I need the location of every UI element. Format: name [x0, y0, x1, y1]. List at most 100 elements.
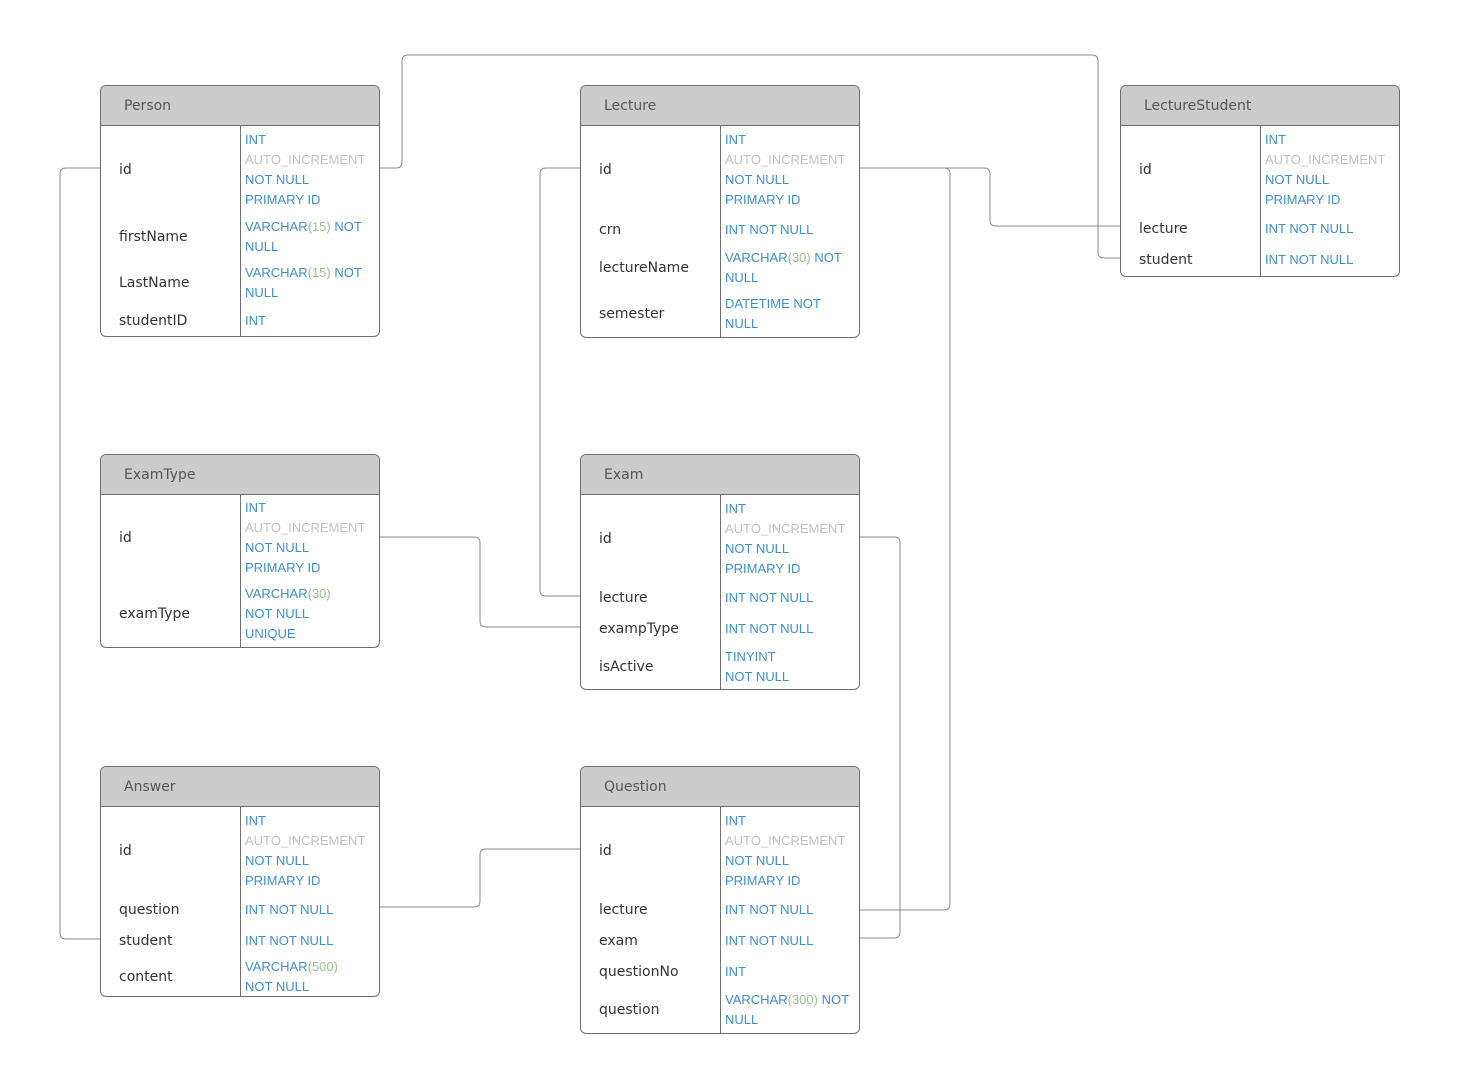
field-type-line: UNIQUE [245, 624, 379, 644]
type-text: INT [725, 501, 746, 516]
field-type-line: VARCHAR(30) [245, 584, 379, 604]
type-text: TINYINT [725, 648, 776, 664]
type-text: NOT NULL [245, 172, 310, 187]
type-text: DATETIME NOT [725, 296, 821, 311]
field-name: question [599, 1002, 660, 1018]
type-text: INT [245, 813, 266, 828]
type-text: VARCHAR [245, 219, 308, 234]
field-name: lecture [1139, 221, 1188, 237]
type-text: NOT NULL [725, 541, 790, 556]
field-row-lecture[interactable]: lecture INT NOT NULL [1121, 214, 1399, 244]
field-type-line: INT NOT NULL [725, 619, 859, 639]
type-text: PRIMARY ID [1265, 192, 1341, 207]
field-row-examptype[interactable]: exampType INT NOT NULL [581, 613, 859, 644]
type-text: PRIMARY ID [725, 561, 801, 576]
field-type-line: INT NOT NULL [1265, 219, 1399, 239]
field-type-line: NOT NULL [245, 851, 379, 871]
type-text: VARCHAR [725, 992, 788, 1007]
field-type-line: NOT NULL [725, 667, 859, 687]
auto-increment-text: AUTO_INCREMENT [245, 152, 366, 167]
field-type-line: NOT NULL [1265, 170, 1399, 190]
field-type-line: PRIMARY ID [1265, 190, 1399, 210]
type-text: NOT NULL [245, 978, 310, 994]
type-text: NULL [725, 270, 759, 285]
auto-increment-text: AUTO_INCREMENT [725, 833, 846, 848]
type-text: INT [245, 500, 266, 515]
field-type-line: PRIMARY ID [725, 871, 859, 891]
field-type-line: AUTO_INCREMENT [245, 150, 379, 170]
type-text: VARCHAR [245, 958, 308, 974]
type-length: (15) [307, 265, 331, 280]
person-table-title: Person [101, 86, 379, 126]
field-type-line: TINYINT [725, 647, 859, 667]
field-type-line: NULL [725, 1010, 859, 1030]
type-text: VARCHAR [245, 265, 308, 280]
connector-question-answer [380, 848, 580, 908]
field-name: lectureName [599, 260, 689, 276]
field-name: exampType [599, 620, 679, 637]
column-divider [240, 495, 241, 647]
field-type-line: INT NOT NULL [725, 220, 859, 240]
auto-increment-text: AUTO_INCREMENT [725, 152, 846, 167]
type-text: NOT [330, 219, 362, 234]
field-type: INT AUTO_INCREMENT NOT NULL PRIMARY ID [721, 499, 859, 579]
field-type-line: NOT NULL [245, 538, 379, 558]
type-text: UNIQUE [245, 626, 296, 641]
field-type-line: AUTO_INCREMENT [725, 519, 859, 539]
field-type-line: NULL [245, 237, 379, 257]
field-type-line: NOT NULL [245, 977, 379, 997]
type-text: NULL [725, 316, 759, 331]
examtype-table-title: ExamType [101, 455, 379, 495]
type-text: INT NOT NULL [725, 902, 814, 917]
field-type-line: INT NOT NULL [245, 900, 379, 920]
type-text: PRIMARY ID [245, 560, 321, 575]
field-name: id [599, 843, 612, 859]
field-type: INT NOT NULL [241, 931, 379, 951]
connector-person-answer [59, 167, 100, 940]
field-name: id [1139, 162, 1152, 178]
field-type: INT NOT NULL [721, 931, 859, 951]
field-name: LastName [119, 275, 190, 291]
field-row-semester[interactable]: semester DATETIME NOT NULL [581, 291, 859, 337]
type-text: NOT NULL [725, 172, 790, 187]
type-text: INT [725, 132, 746, 147]
type-text: INT NOT NULL [725, 590, 814, 605]
type-text: NOT NULL [725, 853, 790, 868]
field-name: semester [599, 306, 665, 322]
type-text: NOT NULL [245, 606, 310, 621]
type-text: INT NOT NULL [725, 620, 814, 636]
